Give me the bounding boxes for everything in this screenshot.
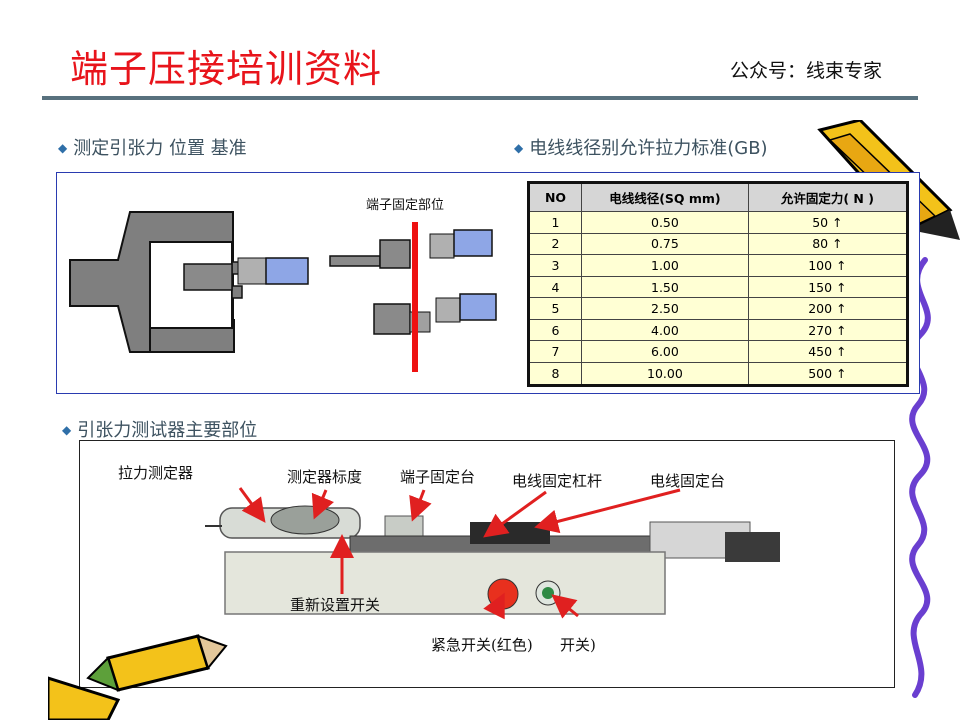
cell-force: 80 ↑ [747,232,909,256]
cell-force: 500 ↑ [747,362,909,386]
cell-wire-size: 0.50 [581,211,749,234]
label-wire-lever: 电线固定杠杆 [512,472,603,490]
label-reset-switch: 重新设置开关 [290,596,381,614]
section-heading-standard: ◆电线线径别允许拉力标准(GB) [514,138,768,159]
cell-no: 3 [527,254,583,277]
diamond-bullet-icon: ◆ [58,141,68,155]
cell-no: 7 [527,340,583,364]
cell-wire-size: 10.00 [581,362,749,386]
cell-wire-size: 1.00 [581,254,749,277]
label-terminal-holder: 端子固定台 [400,468,476,486]
col-header-wire-size: 电线线径(SQ mm) [581,182,749,212]
page-subtitle: 公众号：线束专家 [730,60,883,82]
section-heading-tester: ◆引张力测试器主要部位 [62,420,258,441]
terminal-fixture-diagram [69,211,497,372]
tension-tester-drawing [205,505,780,615]
diamond-bullet-icon: ◆ [62,423,72,437]
cell-no: 6 [527,318,583,342]
label-wire-holder: 电线固定台 [650,472,726,490]
cell-force: 270 ↑ [747,318,909,342]
fixing-position-label: 端子固定部位 [366,198,445,213]
cell-wire-size: 2.50 [581,297,749,320]
cell-wire-size: 0.75 [581,232,749,256]
squiggle-border [909,257,931,698]
table-header-row: NO 电线线径(SQ mm) 允许固定力( N ) [527,182,909,212]
pencil-icon [48,634,228,720]
cell-wire-size: 4.00 [581,318,749,342]
cell-no: 2 [527,232,583,256]
col-header-no: NO [527,182,583,212]
header-divider [42,96,918,100]
cell-wire-size: 1.50 [581,275,749,299]
cell-force: 100 ↑ [747,254,909,277]
cell-no: 5 [527,297,583,320]
cell-no: 8 [527,362,583,386]
cell-force: 200 ↑ [747,297,909,320]
diamond-bullet-icon: ◆ [514,141,524,155]
cell-force: 50 ↑ [747,211,909,234]
col-header-force: 允许固定力( N ) [747,182,909,212]
cell-force: 450 ↑ [747,340,909,364]
label-scale: 测定器标度 [287,468,363,486]
label-switch: 开关) [560,636,596,654]
page-title: 端子压接培训资料 [70,47,383,91]
section-heading-position: ◆测定引张力 位置 基准 [58,138,247,159]
cell-no: 1 [527,211,583,234]
cell-no: 4 [527,275,583,299]
label-gauge: 拉力测定器 [118,464,194,482]
cell-wire-size: 6.00 [581,340,749,364]
cell-force: 150 ↑ [747,275,909,299]
label-emergency-switch: 紧急开关(红色) [431,636,533,654]
